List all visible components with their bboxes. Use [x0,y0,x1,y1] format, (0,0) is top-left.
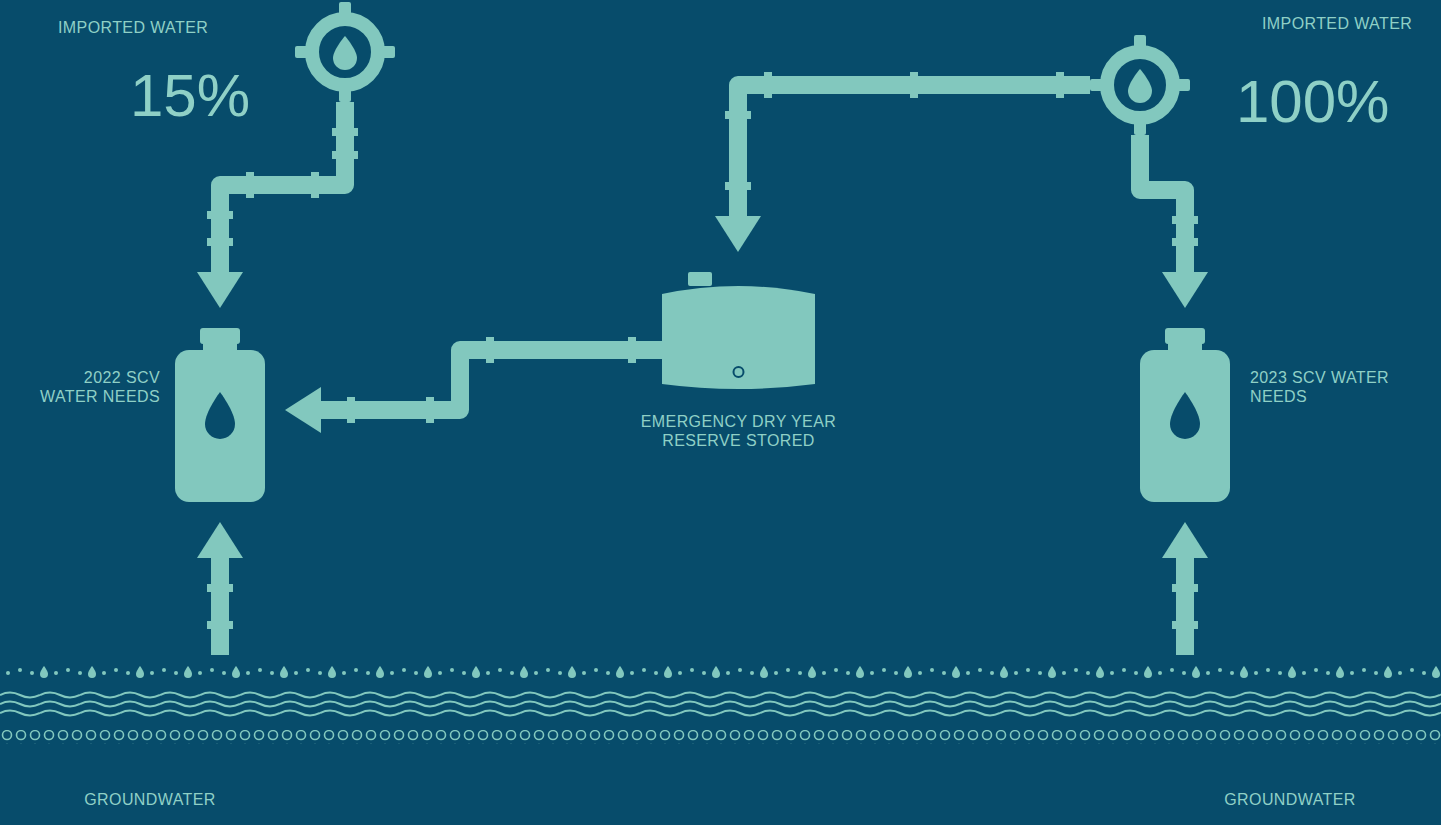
water-drop [333,36,357,70]
bottle-icon [1140,328,1230,502]
valve-knob [339,86,351,102]
valve-knob [1134,119,1146,135]
imported-water-valve: IMPORTED WATER100% [1090,35,1190,135]
none-icon [0,655,720,747]
bottle-cap [1165,328,1205,344]
pipe-coupling [207,238,233,246]
bottle-body [1140,350,1230,502]
percent-value: 15% [80,66,250,126]
pipe-coupling [207,621,233,629]
valve-knob [379,46,395,58]
water-pipe [1140,135,1185,272]
pipe-coupling [1056,72,1064,98]
node-label: IMPORTED WATER [1262,14,1437,33]
pipe-coupling [332,151,358,159]
droplet-row [0,662,1441,682]
groundwater-source: GROUNDWATER [721,655,1441,747]
valve-ring [312,19,378,85]
pipe-coupling [347,397,355,423]
node-label: GROUNDWATER [50,790,250,809]
pipe-coupling [207,584,233,592]
valve-knob [1134,35,1146,51]
water-pipe [211,558,229,655]
node-label: EMERGENCY DRY YEAR RESERVE STORED [631,412,846,450]
node-label: 2022 SCV WATER NEEDS [32,368,160,406]
pipe-coupling [246,172,254,198]
imported-water-valve: IMPORTED WATER15% [295,2,395,102]
bottle-body [175,350,265,502]
pipe-coupling [1172,621,1198,629]
pipe-coupling [1172,238,1198,246]
valve-ring [1107,52,1173,118]
water-drop [1128,69,1152,103]
pipe-coupling [628,337,636,363]
reserve-tank: EMERGENCY DRY YEAR RESERVE STORED [662,272,815,392]
water-drop [1170,392,1200,439]
water-pipe [220,102,345,272]
bottle-icon [175,328,265,502]
water-pipe [1176,558,1194,655]
tank-lid [688,272,712,286]
valve-icon [1090,35,1190,135]
pipe-coupling [725,182,751,190]
pipe-coupling [764,72,772,98]
water-drop [205,392,235,439]
water-needs-bottle: 2023 SCV WATER NEEDS [1140,328,1230,502]
pipe-coupling [1172,216,1198,224]
wave-lines [0,687,1441,717]
valve-knob [1174,79,1190,91]
node-label: GROUNDWATER [1190,790,1390,809]
pipe-coupling [725,111,751,119]
tank-body [662,286,815,389]
bottle-cap [200,328,240,344]
water-needs-bottle: 2022 SCV WATER NEEDS [175,328,265,502]
node-label: 2023 SCV WATER NEEDS [1250,368,1390,406]
pipe-coupling [1172,584,1198,592]
pipe-coupling [332,128,358,136]
node-label: IMPORTED WATER [58,18,258,37]
valve-knob [1090,79,1106,91]
pipe-coupling [311,172,319,198]
valve-knob [295,46,311,58]
pipe-coupling [910,72,918,98]
pipe-coupling [426,397,434,423]
pipe-coupling [207,211,233,219]
valve-knob [339,2,351,18]
groundwater-source: GROUNDWATER [0,655,720,747]
water-pipe [738,85,1090,216]
percent-value: 100% [1236,72,1436,132]
none-icon [721,655,1441,747]
pipe-coupling [486,337,494,363]
tank-icon [662,272,815,392]
ring-row [0,730,1441,744]
valve-icon [295,2,395,102]
tank-valve [734,367,744,377]
